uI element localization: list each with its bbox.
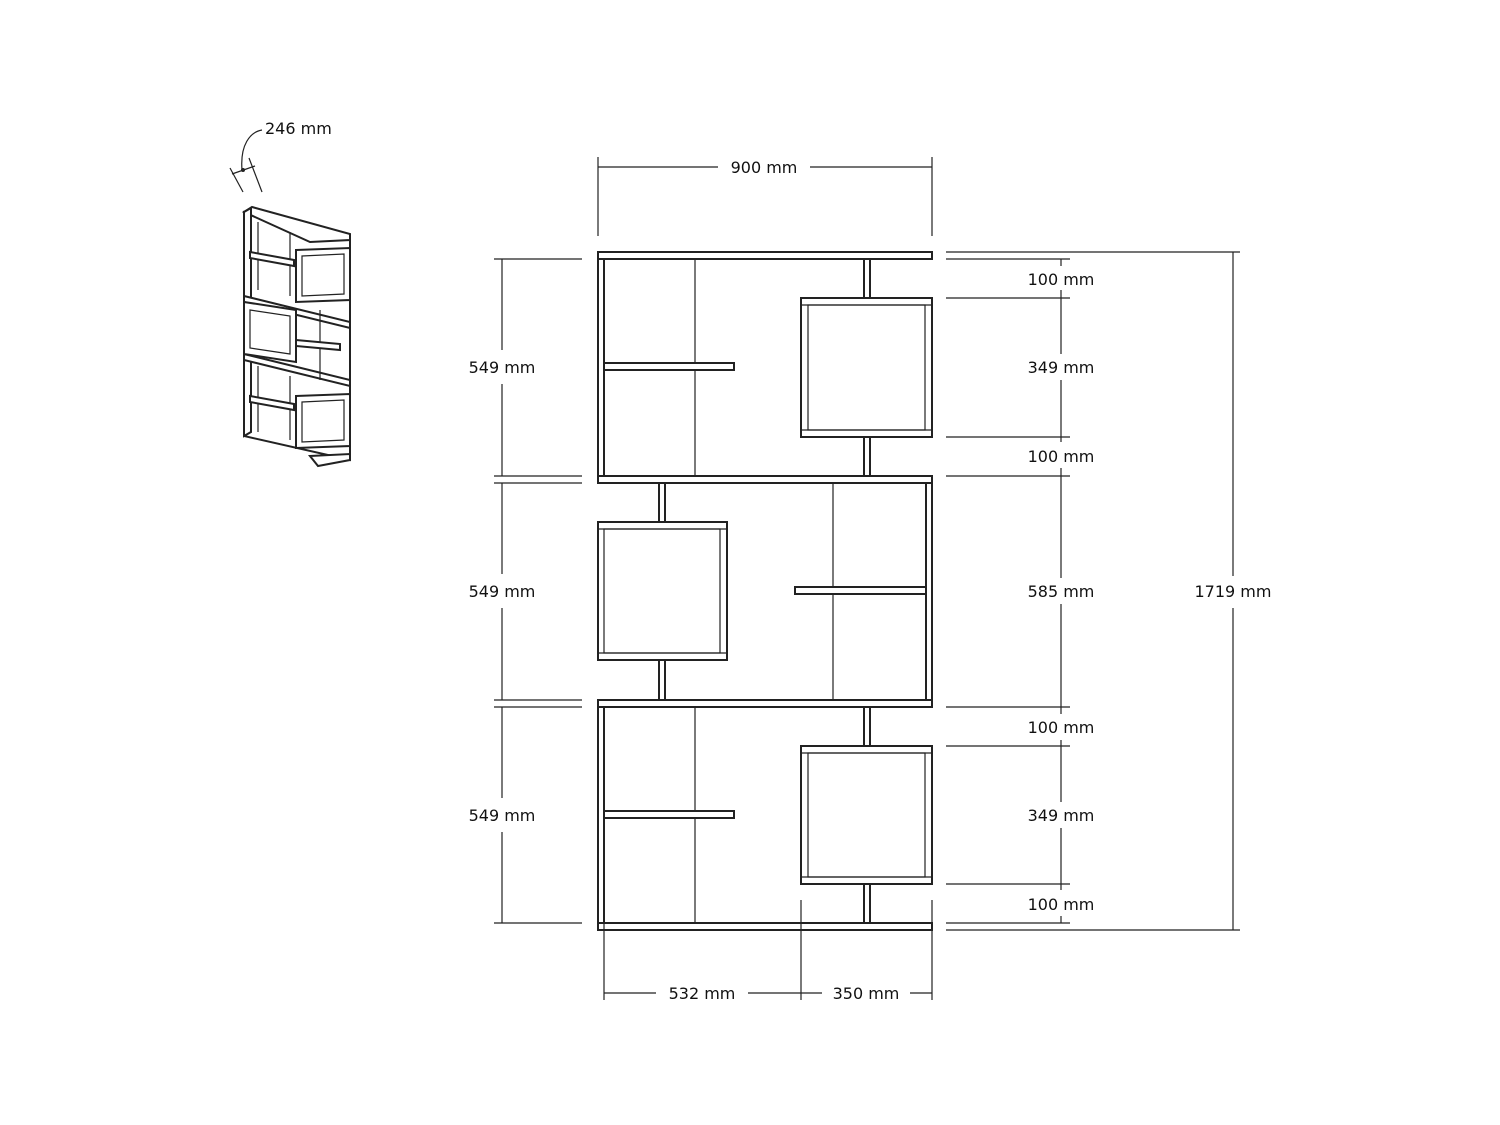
dimension-lines: 900 mm 549 mm 549 mm 549 mm: [469, 157, 1272, 1003]
dim-right-100-2: 100 mm: [1028, 447, 1095, 466]
cube-2: [597, 521, 728, 661]
dim-module-3: 549 mm: [469, 806, 536, 825]
dim-right-100-3: 100 mm: [1028, 718, 1095, 737]
module-3: [597, 706, 933, 924]
dim-right-100-4: 100 mm: [1028, 895, 1095, 914]
cube-3: [800, 745, 933, 885]
dim-right-585: 585 mm: [1028, 582, 1095, 601]
module-2: [597, 482, 933, 701]
dim-height-total: 1719 mm: [1195, 582, 1272, 601]
dim-bottom-532: 532 mm: [669, 984, 736, 1003]
depth-arrow: [241, 129, 263, 171]
dim-module-1: 549 mm: [469, 358, 536, 377]
cube-1: [800, 297, 933, 438]
depth-label: 246 mm: [265, 119, 332, 138]
dim-bottom-350: 350 mm: [833, 984, 900, 1003]
dim-right-349-1: 349 mm: [1028, 358, 1095, 377]
bottom-board: [597, 922, 933, 931]
front-elevation: [597, 251, 933, 931]
module-1: [597, 258, 933, 477]
dim-right-349-2: 349 mm: [1028, 806, 1095, 825]
dim-width-total: 900 mm: [731, 158, 798, 177]
dim-right-100-1: 100 mm: [1028, 270, 1095, 289]
top-board: [597, 251, 933, 260]
dim-module-2: 549 mm: [469, 582, 536, 601]
isometric-view: 246 mm: [229, 119, 351, 468]
